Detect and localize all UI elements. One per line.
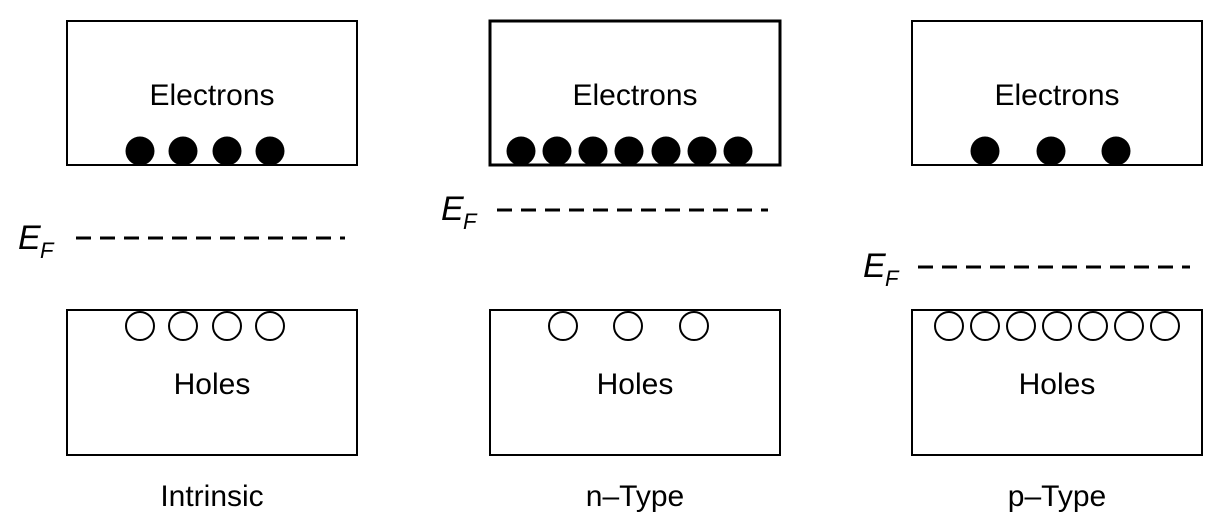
valence-band — [911, 309, 1203, 456]
electrons-group — [125, 136, 285, 166]
electron-dot — [125, 136, 155, 166]
hole-circle — [125, 311, 155, 341]
conduction-band — [911, 20, 1203, 166]
electrons-group — [970, 136, 1131, 166]
hole-circle — [212, 311, 242, 341]
fermi-level-label: E F — [441, 190, 478, 234]
fermi-level-label: E F — [863, 247, 900, 291]
panel-caption: Intrinsic — [160, 480, 263, 513]
fermi-subscript: F — [463, 209, 478, 234]
electron-dot — [168, 136, 198, 166]
fermi-subscript: F — [885, 266, 900, 291]
electron-dot — [970, 136, 1000, 166]
conduction-band — [66, 20, 358, 166]
valence-band — [66, 309, 358, 456]
electron-dot — [542, 136, 572, 166]
hole-circle — [934, 311, 964, 341]
fermi-subscript: F — [40, 238, 55, 263]
panel-n-type: Electrons E F Holes n–Type — [441, 19, 782, 513]
conduction-band-label: Electrons — [149, 79, 274, 112]
fermi-level-label: E F — [18, 219, 55, 263]
conduction-band-label: Electrons — [572, 79, 697, 112]
valence-band-label: Holes — [1019, 368, 1096, 401]
fermi-symbol: E — [863, 247, 886, 285]
hole-circle — [1114, 311, 1144, 341]
electron-dot — [1036, 136, 1066, 166]
holes-group — [934, 311, 1180, 341]
panel-caption: n–Type — [586, 480, 684, 513]
panel-caption: p–Type — [1008, 480, 1106, 513]
valence-band-label: Holes — [597, 368, 674, 401]
hole-circle — [168, 311, 198, 341]
conduction-band-label: Electrons — [994, 79, 1119, 112]
conduction-band — [488, 19, 782, 167]
holes-group — [548, 311, 709, 341]
hole-circle — [679, 311, 709, 341]
hole-circle — [613, 311, 643, 341]
hole-circle — [255, 311, 285, 341]
valence-band — [489, 309, 781, 456]
valence-band-label: Holes — [174, 368, 251, 401]
panel-intrinsic: Electrons E F Holes Intrinsic — [18, 20, 358, 513]
electron-dot — [614, 136, 644, 166]
electron-dot — [651, 136, 681, 166]
electrons-group — [506, 136, 753, 166]
panel-p-type: Electrons E F Holes p–Type — [863, 20, 1203, 513]
hole-circle — [548, 311, 578, 341]
electron-dot — [578, 136, 608, 166]
electron-dot — [1101, 136, 1131, 166]
fermi-symbol: E — [441, 190, 464, 228]
hole-circle — [1150, 311, 1180, 341]
hole-circle — [1078, 311, 1108, 341]
hole-circle — [1042, 311, 1072, 341]
hole-circle — [1006, 311, 1036, 341]
electron-dot — [723, 136, 753, 166]
holes-group — [125, 311, 285, 341]
electron-dot — [506, 136, 536, 166]
electron-dot — [687, 136, 717, 166]
fermi-symbol: E — [18, 219, 41, 257]
hole-circle — [970, 311, 1000, 341]
electron-dot — [212, 136, 242, 166]
electron-dot — [255, 136, 285, 166]
